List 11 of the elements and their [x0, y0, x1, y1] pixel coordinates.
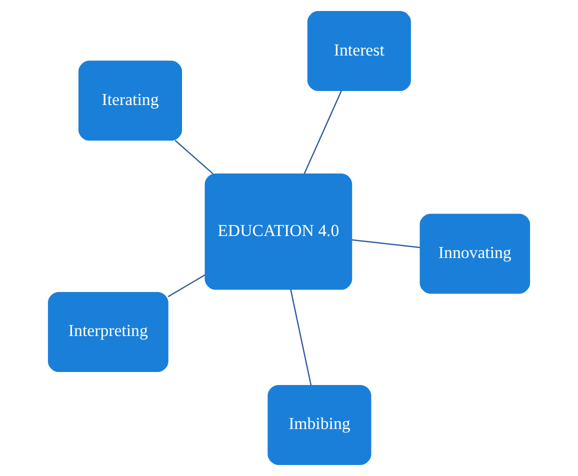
node-box: Interpreting — [48, 292, 168, 372]
connector — [352, 239, 420, 248]
connector — [168, 274, 206, 298]
node-box: Interest — [307, 11, 411, 92]
connector — [290, 289, 312, 386]
connector — [304, 90, 342, 174]
node-box: Iterating — [78, 60, 182, 141]
connector — [174, 140, 214, 174]
node-box: Innovating — [420, 214, 530, 294]
node-box: EDUCATION 4.0 — [204, 174, 352, 290]
node-box: Imbibing — [268, 384, 372, 465]
